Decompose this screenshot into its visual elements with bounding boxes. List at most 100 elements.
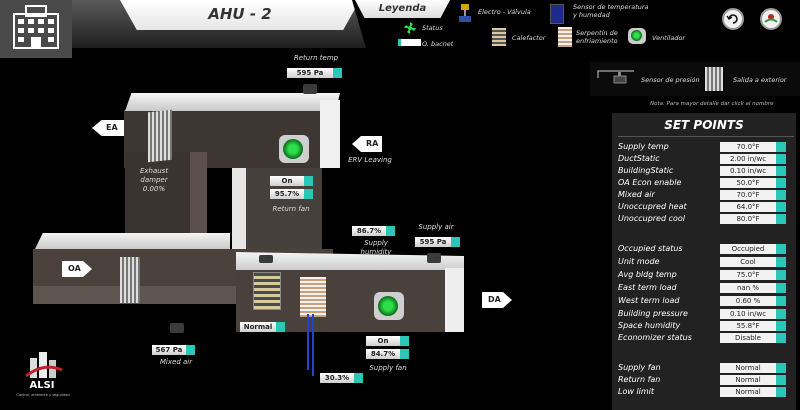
- pressure-sensor-icon: [597, 70, 634, 84]
- supply-humidity-sensor-icon[interactable]: [259, 255, 273, 263]
- legend-title: Leyenda: [378, 3, 427, 14]
- ra-label[interactable]: RA: [366, 139, 379, 148]
- setpoint-row[interactable]: Unoccupred cool 80.0°F: [618, 213, 794, 225]
- building-home-button[interactable]: [0, 0, 72, 58]
- supply-duct-top: [236, 252, 464, 272]
- back-arrow-icon: [726, 14, 738, 24]
- return-duct-top: [125, 93, 340, 111]
- mixed-air-sensor-icon[interactable]: [170, 323, 184, 333]
- status-name: Avg bldg temp: [618, 270, 677, 279]
- setpoints-title: SET POINTS: [664, 118, 744, 132]
- supply-air-sensor-icon[interactable]: [427, 253, 441, 263]
- supply-air-label[interactable]: Supply air: [418, 223, 454, 231]
- setpoint-value[interactable]: 70.0°F: [720, 190, 776, 200]
- heater-icon: [492, 28, 506, 46]
- setpoints-title-underline: [618, 136, 794, 137]
- status-value: Disable: [720, 333, 776, 343]
- supply-fan-housing[interactable]: [374, 292, 404, 320]
- return-fan-value: 95.7%: [270, 189, 304, 199]
- da-arrow: [482, 292, 512, 308]
- setpoint-value[interactable]: 64.0°F: [720, 202, 776, 212]
- setpoint-name: Unoccupred heat: [618, 202, 687, 211]
- ra-arrow: [352, 136, 382, 152]
- cooling-coil[interactable]: [300, 277, 326, 317]
- status-row: Economizer status Disable: [618, 332, 794, 344]
- status-name: Space humidity: [618, 321, 681, 330]
- supply-fan-icon: [378, 296, 398, 316]
- legend-status-label: Status: [422, 24, 443, 32]
- return-fan-status: On: [270, 176, 304, 186]
- return-fan-value-tail: [304, 189, 313, 199]
- oa-label[interactable]: OA: [68, 264, 81, 273]
- setpoint-value[interactable]: 0.10 in/wc: [720, 166, 776, 176]
- mixed-air-tail: [186, 345, 195, 355]
- heater-unit[interactable]: [253, 272, 281, 310]
- supply-fan-value-tail: [400, 349, 409, 359]
- alarm-value: Normal: [720, 375, 776, 385]
- supply-air-value: 595 Pa: [415, 237, 451, 247]
- alsi-home-button[interactable]: [760, 8, 782, 30]
- return-temp-value: 595 Pa: [287, 68, 333, 78]
- exterior-grille-icon: [705, 67, 723, 91]
- back-button[interactable]: [722, 8, 744, 30]
- return-fan-housing[interactable]: [279, 135, 309, 163]
- return-temp-tail: [333, 68, 342, 78]
- pressure-tube-2: [312, 314, 314, 376]
- return-fan-label[interactable]: Return fan: [272, 205, 310, 213]
- alarm-row: Low limit Normal: [618, 386, 794, 398]
- supply-humidity-value: 86.7%: [352, 226, 386, 236]
- setpoint-value[interactable]: 70.0°F: [720, 142, 776, 152]
- supply-fan-label[interactable]: Supply fan: [369, 364, 407, 372]
- status-name: Economizer status: [618, 333, 692, 342]
- supply-fan-status-tail: [400, 336, 409, 346]
- mixed-air-value: 567 Pa: [152, 345, 186, 355]
- oa-damper-grille[interactable]: [120, 257, 140, 303]
- exhaust-damper-grille[interactable]: [148, 109, 172, 163]
- legend-temp-humidity-label: Sensor de temperatura y humedad: [573, 3, 649, 19]
- erv-leaving-label[interactable]: ERV Leaving: [348, 156, 392, 164]
- setpoint-value[interactable]: 2.00 in/wc: [720, 154, 776, 164]
- legend-coil-label: Serpentín de enfriamiento: [576, 29, 618, 45]
- valve-value: 30.3%: [320, 373, 354, 383]
- building-icon: [13, 5, 59, 49]
- status-value: nan %: [720, 283, 776, 293]
- supply-fan-value: 84.7%: [366, 349, 400, 359]
- temp-humidity-sensor-icon: [550, 4, 564, 24]
- exhaust-damper-value: 0.00%: [142, 185, 166, 193]
- setpoint-name: Unoccupred cool: [618, 214, 686, 223]
- supply-air-tail: [451, 237, 460, 247]
- setpoint-value[interactable]: 50.0°F: [720, 178, 776, 188]
- da-label[interactable]: DA: [488, 295, 501, 304]
- mixed-air-label[interactable]: Mixed air: [159, 358, 193, 366]
- legend-fan-label: Ventilador: [652, 34, 686, 42]
- oa-arrow: [62, 261, 92, 277]
- setpoint-value[interactable]: 80.0°F: [720, 214, 776, 224]
- alarm-name: Low limit: [618, 387, 655, 396]
- ea-label[interactable]: EA: [106, 123, 118, 132]
- status-name: West term load: [618, 296, 680, 305]
- legend-tab: [355, 0, 450, 18]
- return-fan-status-tail: [304, 176, 313, 186]
- return-temp-sensor-icon[interactable]: [303, 84, 317, 94]
- supply-duct-end: [445, 268, 464, 332]
- legend-note: Nota: Para mayor detalle dar click al no…: [650, 101, 774, 107]
- setpoint-row[interactable]: Unoccupred heat 64.0°F: [618, 201, 794, 213]
- status-value: 75.0°F: [720, 270, 776, 280]
- return-temp-label[interactable]: Return temp: [293, 54, 339, 62]
- legend-valve-label: Electro - Válvula: [478, 8, 531, 16]
- supply-humidity-label[interactable]: Supply humidity: [360, 239, 392, 256]
- alarm-value: Normal: [720, 387, 776, 397]
- alsi-logo-icon: [25, 352, 63, 378]
- status-value: 55.8°F: [720, 321, 776, 331]
- exhaust-damper-label[interactable]: Exhaust damper: [139, 167, 169, 184]
